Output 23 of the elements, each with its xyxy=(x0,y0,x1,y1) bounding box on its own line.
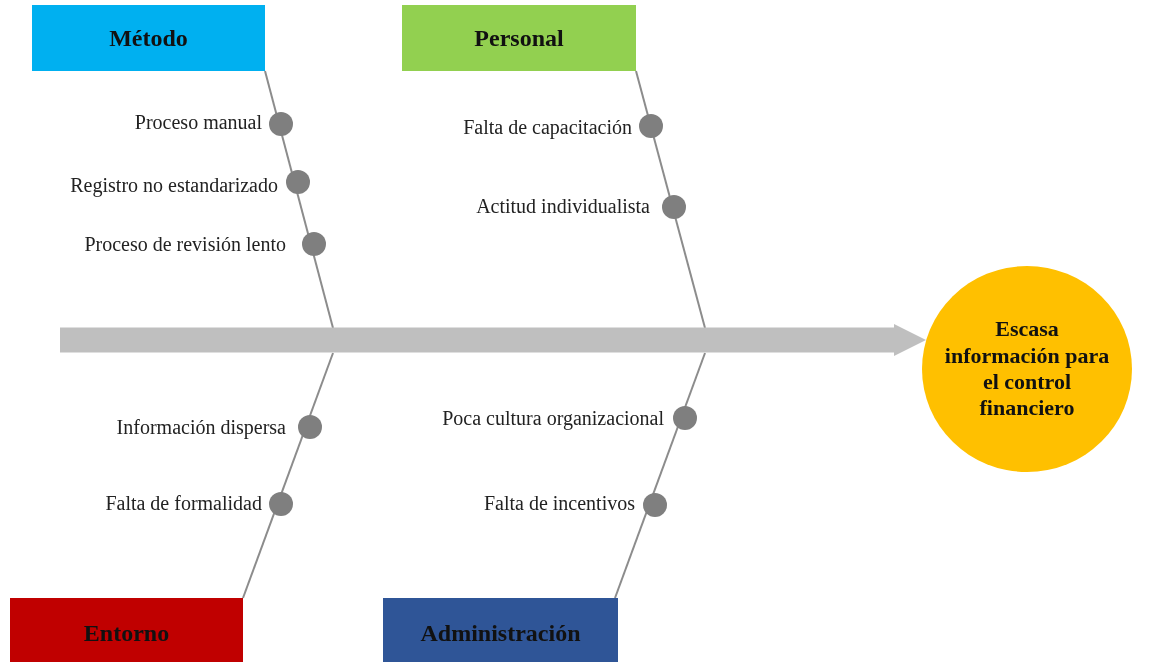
cause-label: Falta de capacitación xyxy=(463,115,632,139)
cause-label: Registro no estandarizado xyxy=(70,173,278,197)
cause-label: Falta de formalidad xyxy=(105,491,262,515)
effect-text: Escasa información para el control financiero xyxy=(943,316,1111,422)
bone-line xyxy=(635,70,706,329)
cause-label: Falta de incentivos xyxy=(483,491,635,515)
cause-label: Actitud individualista xyxy=(476,194,650,218)
category-box xyxy=(383,598,618,662)
category-title: Entorno xyxy=(83,618,170,648)
category-title: Personal xyxy=(474,23,564,53)
category-box xyxy=(10,598,243,662)
spine-arrow xyxy=(60,324,926,356)
cause-label: Proceso de revisión lento xyxy=(84,232,286,256)
bone-line xyxy=(614,352,706,599)
category-box xyxy=(402,5,636,71)
bone-line xyxy=(242,352,334,599)
cause-label: Información dispersa xyxy=(116,415,286,439)
bone-line xyxy=(264,70,334,329)
category-box xyxy=(32,5,265,71)
cause-label: Poca cultura organizacional xyxy=(442,406,664,430)
cause-label: Proceso manual xyxy=(134,110,262,134)
category-title: Administración xyxy=(420,618,581,648)
category-title: Método xyxy=(109,23,188,53)
